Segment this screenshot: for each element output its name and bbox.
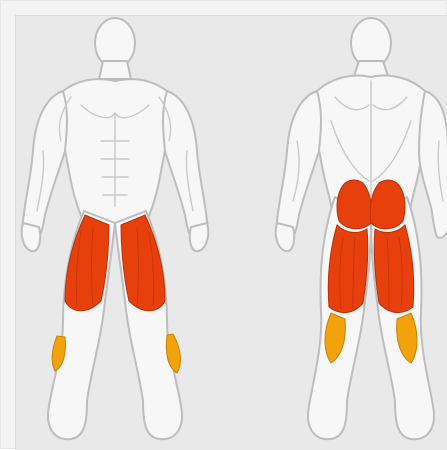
back-left-hand — [276, 223, 294, 251]
front-left-hand — [22, 223, 40, 251]
front-right-hand — [190, 223, 208, 251]
back-left-hamstring — [328, 225, 368, 313]
back-left-glute — [337, 180, 372, 229]
back-figure — [276, 18, 447, 439]
front-left-quad — [65, 215, 109, 311]
front-left-arm — [22, 91, 67, 241]
back-right-arm — [419, 91, 447, 238]
front-neck — [99, 61, 131, 79]
front-right-arm — [163, 91, 208, 241]
front-right-quad — [121, 215, 165, 311]
front-figure — [22, 18, 209, 439]
back-right-glute — [370, 180, 405, 229]
back-right-hamstring — [374, 225, 414, 313]
